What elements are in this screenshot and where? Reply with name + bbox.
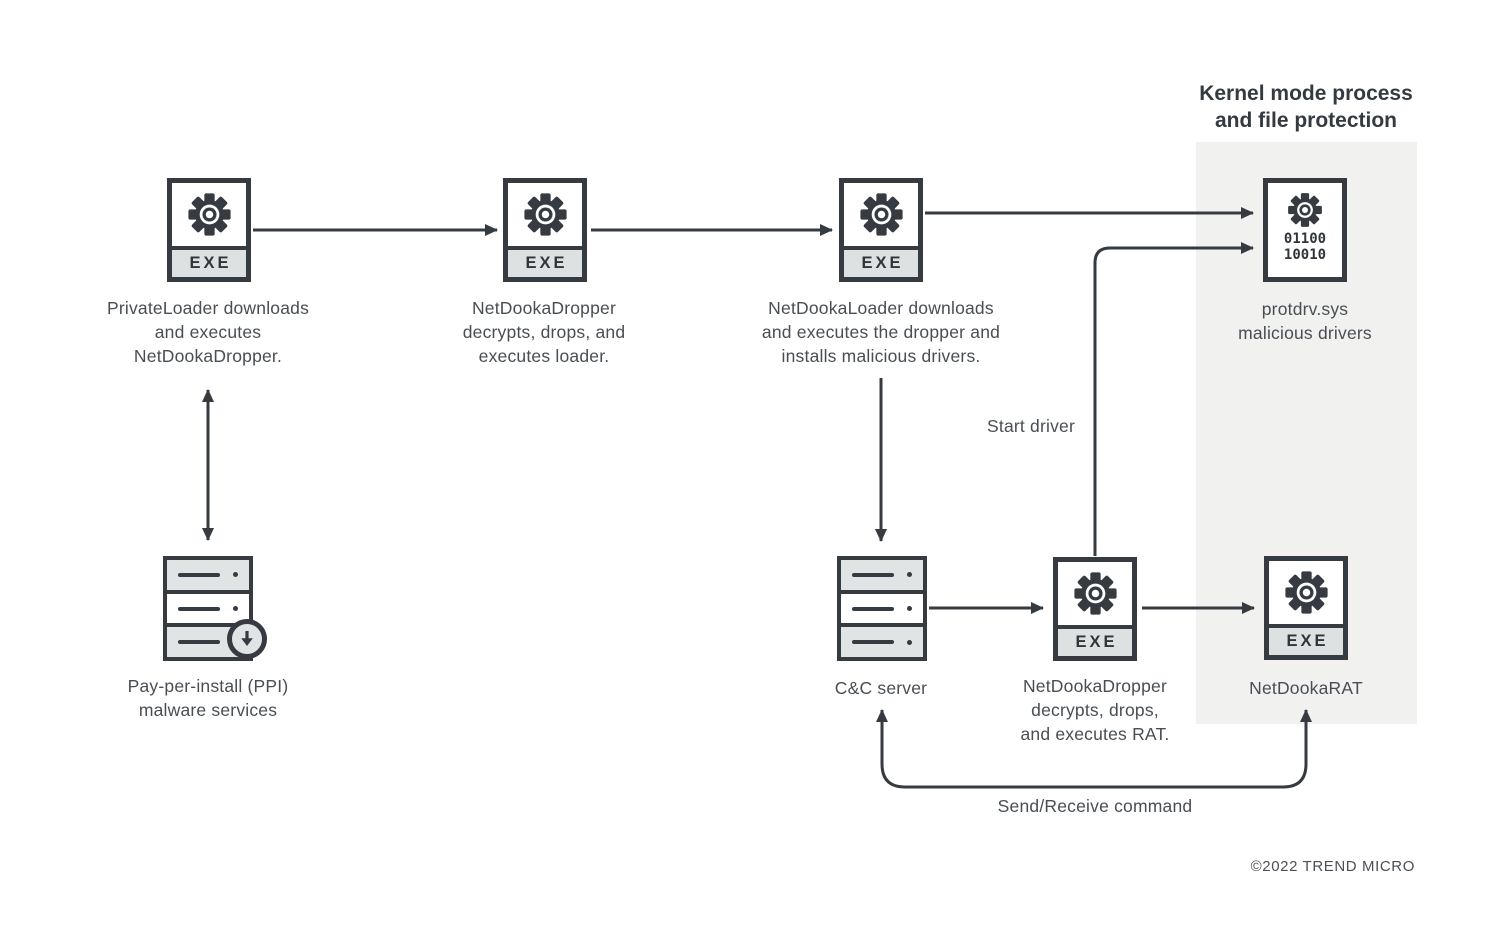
label-line: PrivateLoader downloads [106,298,310,318]
cc-server-icon [837,556,927,661]
start-driver-label: Start driver [987,416,1075,436]
label-line: malware services [138,700,278,720]
gear-icon [1284,571,1328,614]
panel-title-line1: Kernel mode process [1199,82,1413,105]
server-slat [841,589,923,624]
netdookadropper-exe-icon: EXE [503,178,587,282]
netdookarat-label: NetDookaRAT [1146,676,1466,700]
label-line: installs malicious drivers. [781,346,981,366]
file-top [1058,562,1132,625]
exe-badge: EXE [508,246,582,277]
label-line: NetDookaDropper [1022,676,1168,696]
binary-code-icon: 01100 10010 [1284,231,1326,263]
label-line: decrypts, drops, [1031,700,1159,720]
binary-line-2: 10010 [1283,247,1327,263]
ppi-server-icon [163,556,267,661]
server-slat [167,589,249,624]
slat-dot [233,606,238,611]
exe-badge: EXE [1269,624,1343,655]
netdookaloader-exe-icon: EXE [839,178,923,282]
label-line: NetDookaDropper. [133,346,283,366]
slat-dot [907,606,912,611]
label-line: NetDookaDropper [471,298,617,318]
gear-icon [1288,193,1322,227]
file-top [172,183,246,246]
send-receive-label: Send/Receive command [997,796,1193,816]
copyright-text: ©2022 TREND MICRO [1250,858,1415,875]
gear-icon [1073,572,1117,615]
slat-dot [233,572,238,578]
gear-icon [859,193,903,236]
file-top [508,183,582,246]
gear-icon [187,193,231,236]
privateloader-label: PrivateLoader downloads and executes Net… [48,296,368,368]
slat-dash [852,572,894,577]
slat-dash [852,640,894,645]
gear-icon [523,193,567,236]
exe-badge: EXE [172,246,246,277]
netdookadropper-label: NetDookaDropper decrypts, drops, and exe… [384,296,704,368]
server-slat [841,623,923,658]
label-line: executes loader. [478,346,610,366]
download-icon [227,619,267,659]
slat-dot [907,572,912,578]
slat-dash [178,572,220,577]
protdrv-label: protdrv.sys malicious drivers [1145,297,1465,345]
exe-badge: EXE [1058,625,1132,656]
label-line: malicious drivers [1238,323,1372,343]
netdookarat-exe-icon: EXE [1264,556,1348,660]
file-top [1269,561,1343,624]
label-line: and executes the dropper and [761,322,1001,342]
label-line: and executes [154,322,262,342]
label-line: Pay-per-install (PPI) [127,676,289,696]
label-line: and executes RAT. [1020,724,1170,744]
file-top [844,183,918,246]
label-line: NetDookaLoader downloads [768,298,994,318]
netdookadropper-rat-exe-icon: EXE [1053,557,1137,661]
privateloader-exe-icon: EXE [167,178,251,282]
ppi-label: Pay-per-install (PPI) malware services [48,674,368,722]
slat-dot [907,639,912,645]
slat-dash [852,606,894,611]
exe-badge: EXE [844,246,918,277]
panel-title-line2: and file protection [1214,109,1397,132]
netdookaloader-label: NetDookaLoader downloads and executes th… [721,296,1041,368]
protdrv-driver-icon: 01100 10010 [1263,178,1347,282]
cc-server-label: C&C server [721,676,1041,700]
server-slat [167,560,249,590]
slat-dash [178,640,220,645]
label-line: C&C server [834,678,928,698]
slat-dash [178,606,220,611]
label-line: decrypts, drops, and [462,322,626,342]
panel-title: Kernel mode process and file protection [1146,80,1466,134]
binary-line-1: 01100 [1283,231,1327,247]
server-slat [841,560,923,590]
label-line: NetDookaRAT [1249,678,1363,698]
label-line: protdrv.sys [1261,299,1349,319]
